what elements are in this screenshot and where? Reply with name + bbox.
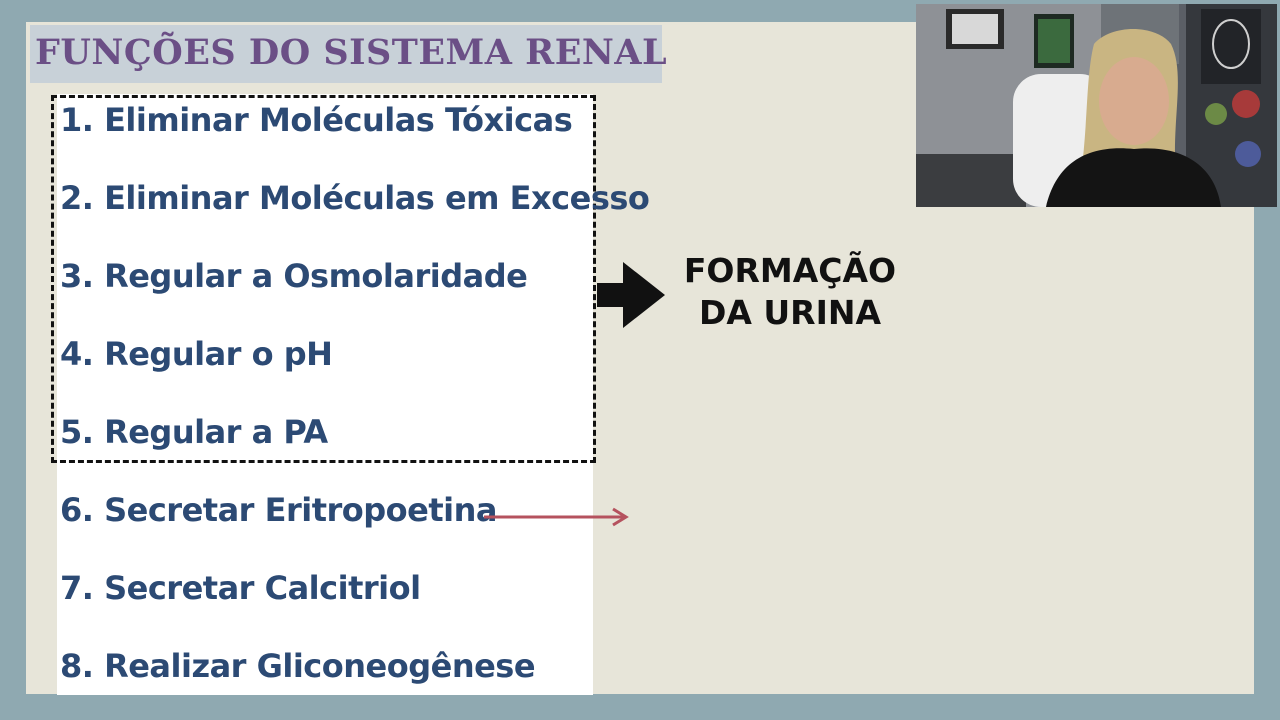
function-item-4: 4. Regular o pH	[60, 335, 333, 373]
title-bar	[30, 25, 662, 83]
function-item-7: 7. Secretar Calcitriol	[60, 569, 421, 607]
functions-panel	[57, 94, 593, 695]
function-item-3: 3. Regular a Osmolaridade	[60, 257, 528, 295]
red-arrow-icon	[484, 507, 629, 527]
function-item-2: 2. Eliminar Moléculas em Excesso	[60, 179, 650, 217]
urine-formation-label: FORMAÇÃO DA URINA	[683, 251, 897, 332]
function-item-1: 1. Eliminar Moléculas Tóxicas	[60, 101, 573, 139]
urine-formation-group-box	[51, 95, 596, 463]
right-arrow-icon	[597, 262, 665, 328]
presenter-video-icon	[916, 4, 1277, 207]
function-item-5: 5. Regular a PA	[60, 413, 328, 451]
function-item-8: 8. Realizar Gliconeogênese	[60, 647, 536, 685]
function-item-6: 6. Secretar Eritropoetina	[60, 491, 497, 529]
slide-title: FUNÇÕES DO SISTEMA RENAL	[35, 32, 668, 73]
presenter-webcam	[916, 4, 1277, 207]
